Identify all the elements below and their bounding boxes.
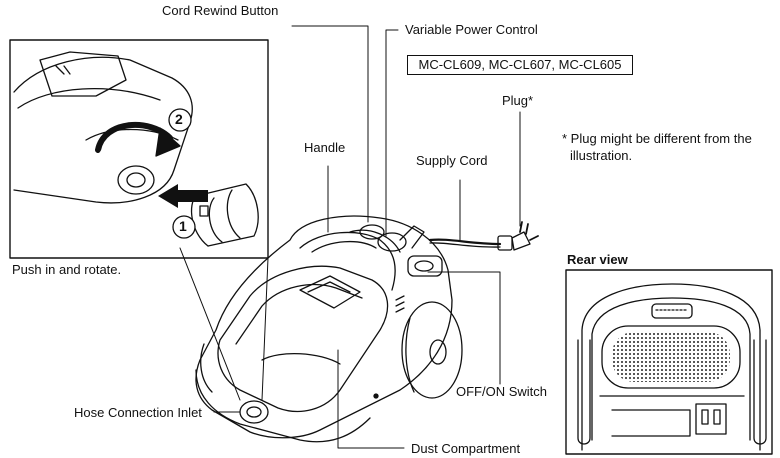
- plug-note-line-2: illustration.: [570, 148, 633, 163]
- hose-inset-illustration: [9, 39, 269, 259]
- model-numbers-box: MC-CL609, MC-CL607, MC-CL605: [407, 55, 633, 75]
- hose-connection-inlet-label: Hose Connection Inlet: [74, 405, 202, 420]
- step-1-number: 1: [179, 218, 187, 234]
- plug-note-line-1: * Plug might be different from the: [562, 131, 752, 146]
- rear-view-illustration: [565, 269, 773, 455]
- dust-compartment-label: Dust Compartment: [411, 441, 521, 456]
- vacuum-body-illustration: [195, 215, 463, 443]
- off-on-switch-label: OFF/ON Switch: [456, 384, 548, 399]
- leader-lines: [179, 25, 521, 449]
- variable-power-control-label: Variable Power Control: [405, 22, 538, 37]
- supply-cord-illustration: [428, 221, 539, 251]
- push-and-rotate-label: Push in and rotate.: [12, 262, 122, 277]
- plug-label: Plug*: [502, 93, 534, 108]
- plug-note: * Plug might be different from the illus…: [562, 130, 772, 164]
- cord-rewind-button-label: Cord Rewind Button: [162, 3, 279, 18]
- rear-view-label: Rear view: [567, 252, 628, 267]
- supply-cord-label: Supply Cord: [416, 153, 488, 168]
- step-2-number: 2: [175, 111, 183, 127]
- handle-label: Handle: [304, 140, 346, 155]
